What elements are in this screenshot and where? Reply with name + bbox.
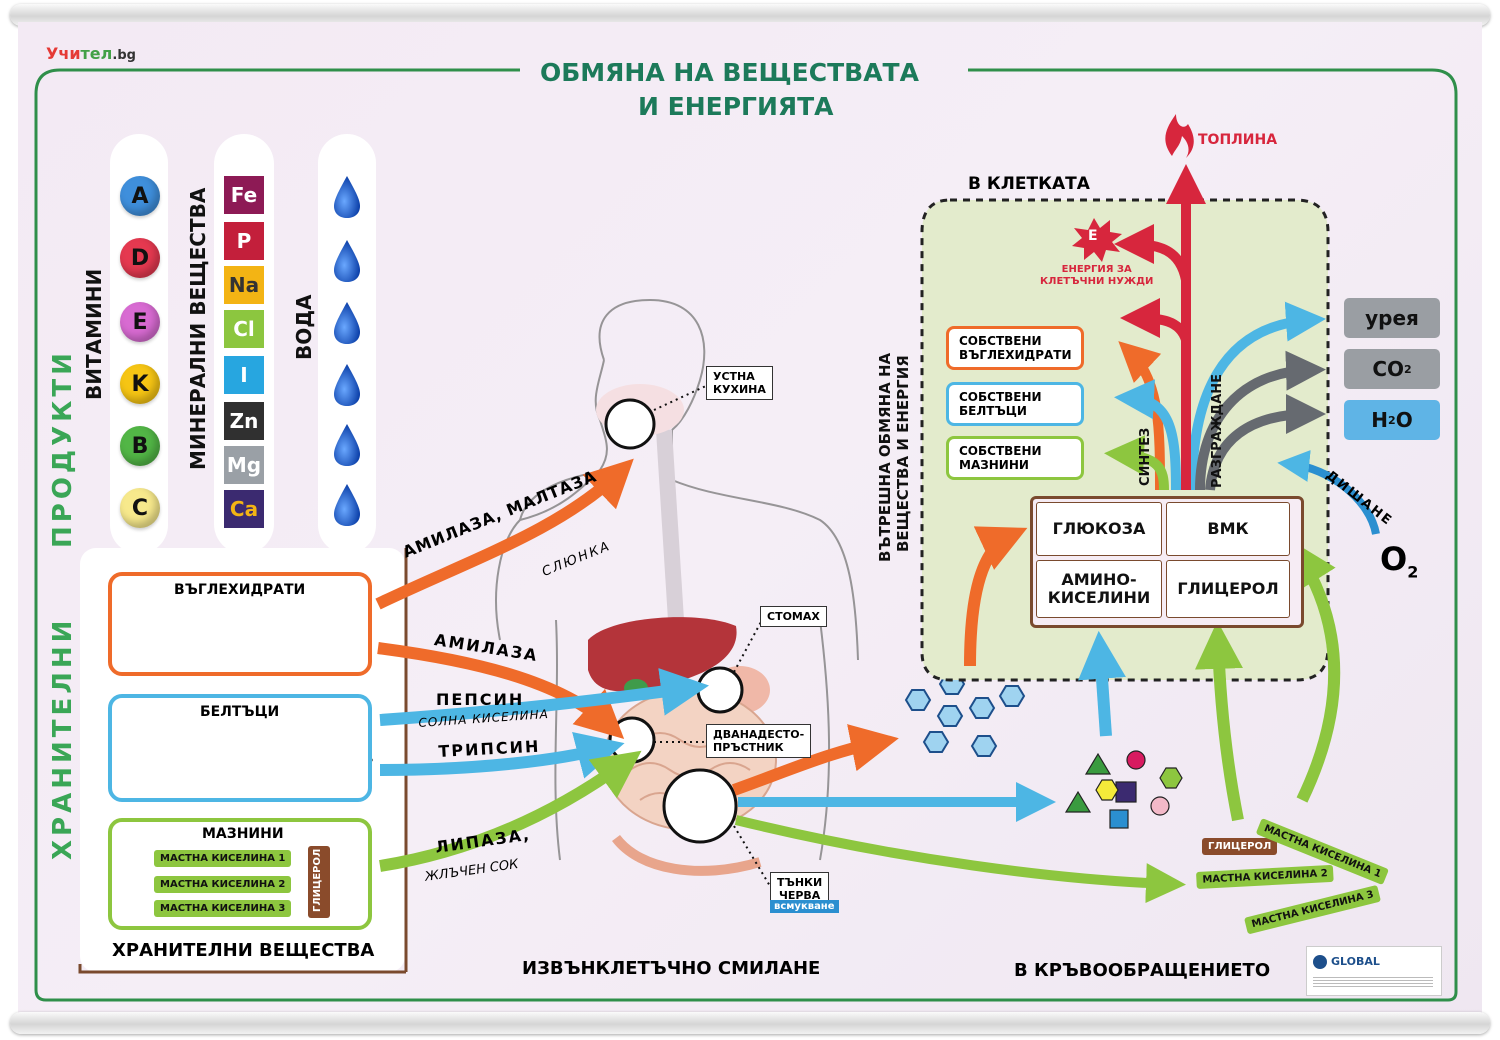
arrow-energy <box>1114 224 1191 282</box>
arrow-glucose-to-cell <box>964 526 1028 667</box>
arrow-amylase <box>377 642 625 739</box>
glucose-cell: ГЛЮКОЗА <box>1036 502 1162 556</box>
proteins-box <box>108 694 372 802</box>
extracellular-digestion-label: ИЗВЪНКЛЕТЪЧНО СМИЛАНЕ <box>522 958 821 979</box>
vitamin-e: E <box>120 302 160 342</box>
synthesis-label: СИНТЕЗ <box>1138 427 1153 486</box>
organ-duodenum: ДВАНАДЕСТО- ПРЪСТНИК <box>706 724 812 758</box>
organ-mouth: УСТНА КУХИНА <box>706 366 773 400</box>
arrow-co2 <box>1195 350 1326 491</box>
fat-acid-3: МАСТНА КИСЕЛИНА 3 <box>154 900 292 917</box>
bottom-hanger-rail <box>10 1012 1490 1034</box>
energy-symbol: E <box>1088 228 1098 244</box>
mineral-i: I <box>224 356 264 394</box>
fat-acid-1: МАСТНА КИСЕЛИНА 1 <box>154 850 292 867</box>
arrow-fat-absorb <box>734 815 1186 904</box>
water-label: ВОДА <box>292 294 316 360</box>
publisher-card: GLOBAL <box>1306 946 1442 996</box>
publisher-name: GLOBAL <box>1331 955 1380 968</box>
vitamin-a: A <box>120 176 160 216</box>
frame-outline <box>34 68 1458 1002</box>
mineral-mg: Mg <box>224 446 264 484</box>
vitamin-k: K <box>120 364 160 404</box>
arrow-amino-to-cell <box>1078 630 1126 737</box>
fat-glycerol-bar <box>308 846 330 918</box>
o2-label: O2 <box>1380 540 1419 582</box>
circulation-label: В КРЪВООБРАЩЕНИЕТО <box>1014 960 1271 981</box>
vmk-cell: ВМК <box>1166 502 1290 556</box>
arrow-pepsin <box>379 668 710 726</box>
page-title-line-1: ОБМЯНА НА ВЕЩЕСТВАТА <box>540 58 919 87</box>
side-label-storage: ХРАНИТЕЛНИ <box>48 616 78 860</box>
nutrients-footer: ХРАНИТЕЛНИ ВЕЩЕСТВА <box>112 940 375 961</box>
mineral-p: P <box>224 222 264 260</box>
arrow-own-fats <box>1104 435 1169 491</box>
vitamin-d: D <box>120 238 160 278</box>
organ-stomach: СТОМАХ <box>760 606 827 627</box>
inner-exchange-label-2: ВЕЩЕСТВА И ЕНЕРГИЯ <box>894 355 912 552</box>
own-carbs: СОБСТВЕНИ ВЪГЛЕХИДРАТИ <box>946 326 1084 370</box>
urea-output: урея <box>1344 298 1440 338</box>
arrow-trypsin <box>379 732 625 779</box>
fats-label: МАЗНИНИ <box>202 826 284 842</box>
amino-cell: АМИНО- КИСЕЛИНИ <box>1036 560 1162 618</box>
top-hanger-rail <box>10 4 1490 26</box>
duodenum-circle <box>608 716 656 764</box>
own-proteins: СОБСТВЕНИ БЕЛТЪЦИ <box>946 382 1084 426</box>
stomach-circle <box>696 666 744 714</box>
energy-label: ЕНЕРГИЯ ЗА КЛЕТЪЧНИ НУЖДИ <box>1040 264 1154 287</box>
cell-label: В КЛЕТКАТА <box>968 174 1090 194</box>
energy-burst-icon <box>1072 218 1122 262</box>
arrow-breathing <box>1277 450 1380 535</box>
side-label-products: ПРОДУКТИ <box>48 349 78 548</box>
arrow-h2o <box>1205 394 1326 491</box>
carbs-box <box>108 572 372 676</box>
intestine-circle <box>662 768 738 844</box>
amino-molecules <box>1064 750 1183 829</box>
mineral-cl: Cl <box>224 310 264 348</box>
arrow-glycerol-to-cell <box>1194 620 1244 822</box>
mineral-zn: Zn <box>224 402 264 440</box>
publisher-logo-icon <box>1313 955 1327 969</box>
flame-icon <box>1165 114 1194 158</box>
water-drops <box>334 176 360 526</box>
breakdown-label: РАЗГРАЖДАНЕ <box>1210 373 1225 488</box>
arrow-lipase <box>379 750 642 872</box>
enzyme-pepsin: ПЕПСИН <box>436 690 525 709</box>
arrow-fatty-acid-to-cell <box>1289 539 1341 803</box>
mouth-circle <box>604 398 656 450</box>
logo: Учител.bg <box>46 44 136 63</box>
blood-glycerol: ГЛИЦЕРОЛ <box>1202 838 1278 855</box>
arrow-glucose-absorb <box>731 724 899 796</box>
vitamins-label: ВИТАМИНИ <box>82 268 106 400</box>
arrow-urea <box>1187 301 1326 491</box>
glucose-molecules <box>904 673 1026 757</box>
mineral-fe: Fe <box>224 176 264 214</box>
own-fats: СОБСТВЕНИ МАЗНИНИ <box>946 436 1084 480</box>
heat-label: ТОПЛИНА <box>1198 132 1278 148</box>
page-title-line-2: И ЕНЕРГИЯТА <box>638 92 834 121</box>
publisher-fine-print <box>1313 975 1433 989</box>
inner-exchange-label-1: ВЪТРЕШНА ОБМЯНА НА <box>876 352 894 562</box>
mineral-na: Na <box>224 266 264 304</box>
fat-glycerol-label: ГЛИЦЕРОЛ <box>312 848 323 912</box>
vitamin-b: B <box>120 426 160 466</box>
proteins-label: БЕЛТЪЦИ <box>200 704 280 720</box>
arrow-red-side <box>1120 298 1191 342</box>
mineral-ca: Ca <box>224 490 264 528</box>
minerals-label: МИНЕРАЛНИ ВЕЩЕСТВА <box>186 187 210 470</box>
vitamin-c: C <box>120 488 160 528</box>
fat-acid-2: МАСТНА КИСЕЛИНА 2 <box>154 876 292 893</box>
arrow-amylase-maltase <box>375 458 634 610</box>
glycerol-cell: ГЛИЦЕРОЛ <box>1166 560 1290 618</box>
esophagus <box>656 429 684 621</box>
carbs-label: ВЪГЛЕХИДРАТИ <box>174 582 306 598</box>
absorption-tag: всмукване <box>770 900 839 913</box>
arrow-own-proteins <box>1114 379 1181 491</box>
